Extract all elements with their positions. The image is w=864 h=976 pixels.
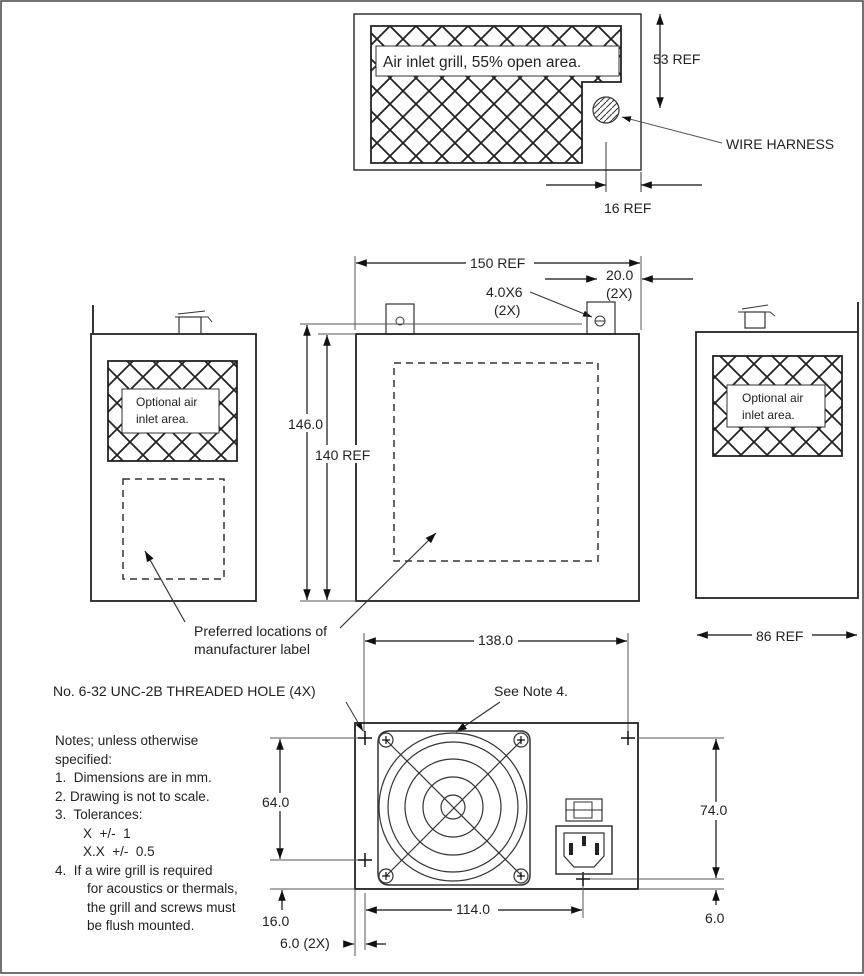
wire-harness-label: WIRE HARNESS [726, 136, 834, 152]
notes-line: 1. Dimensions are in mm. [55, 770, 212, 785]
label-area-side [393, 362, 599, 562]
left-vertical-dim: 64.0 [262, 794, 289, 810]
hole-spacing-dim: 138.0 [478, 632, 513, 648]
screw-dim: 4.0X6 [486, 284, 523, 300]
right-inlet-label-2: inlet area. [742, 408, 795, 422]
top-view: Air inlet grill, 55% open area. 53 REF W… [353, 13, 834, 216]
left-inlet-label-2: inlet area. [136, 412, 189, 426]
right-inlet-label-1: Optional air [742, 391, 803, 405]
notes-line: Notes; unless otherwise [55, 733, 199, 748]
power-inlet-icon [555, 825, 613, 875]
rear-view: 138.0 No. 6-32 UNC-2B THREADED HOLE (4X)… [53, 632, 735, 956]
grill-label-box [375, 45, 620, 77]
mounting-hole-icon [358, 853, 372, 867]
label-callout: Preferred locations of manufacturer labe… [144, 532, 437, 657]
connector-icon [178, 316, 202, 335]
side-view: 150 REF 20.0 (2X) 4.0X6 (2X) 146.0 140 R… [286, 253, 693, 602]
notes-line: X.X +/- 0.5 [83, 844, 155, 859]
notes-line: specified: [55, 751, 113, 767]
notes-line: for acoustics or thermals, [87, 881, 238, 896]
fan-grill-icon [377, 730, 531, 886]
connector-icon [744, 311, 766, 329]
offset-qty: (2X) [606, 285, 632, 301]
mounting-hole-icon [621, 731, 635, 745]
notes-line: be flush mounted. [87, 918, 195, 933]
width-dim: 150 REF [470, 255, 525, 271]
bottom-edge-dim: 16.0 [262, 913, 289, 929]
left-edge-dim: 6.0 (2X) [280, 935, 330, 951]
power-switch-icon [565, 798, 603, 822]
notes-line: the grill and screws must [87, 899, 236, 915]
label-callout-line1: Preferred locations of [194, 623, 327, 639]
notes-line: X +/- 1 [83, 825, 131, 841]
notes-line: 3. Tolerances: [55, 807, 143, 822]
threaded-hole-label: No. 6-32 UNC-2B THREADED HOLE (4X) [53, 683, 316, 699]
right-view: Optional air inlet area. 86 REF [695, 302, 859, 644]
notes-block: Notes; unless otherwise specified: 1. Di… [55, 732, 305, 936]
depth-dim: 86 REF [756, 628, 803, 644]
screw-icon [395, 316, 405, 326]
left-inlet-label-1: Optional air [136, 395, 197, 409]
total-height-dim: 146.0 [288, 416, 323, 432]
body-height-dim: 140 REF [315, 447, 370, 463]
top-height-dim: 53 REF [653, 51, 700, 67]
grill-label: Air inlet grill, 55% open area. [383, 54, 581, 71]
screw-qty: (2X) [494, 302, 520, 318]
label-area-left [122, 478, 225, 580]
wire-harness-icon [592, 96, 620, 124]
see-note-label: See Note 4. [494, 683, 568, 699]
label-callout-line2: manufacturer label [194, 641, 310, 657]
notes-line: 2. Drawing is not to scale. [55, 788, 210, 804]
mounting-hole-icon [358, 731, 372, 745]
offset-dim: 20.0 [606, 267, 633, 283]
right-vertical-dim: 74.0 [700, 802, 727, 818]
bottom-hole-dim: 114.0 [456, 901, 490, 917]
right-edge-dim: 6.0 [705, 910, 725, 926]
harness-dim: 16 REF [604, 200, 651, 216]
notes-line: 4. If a wire grill is required [55, 862, 213, 878]
left-view: Optional air inlet area. [90, 305, 257, 602]
